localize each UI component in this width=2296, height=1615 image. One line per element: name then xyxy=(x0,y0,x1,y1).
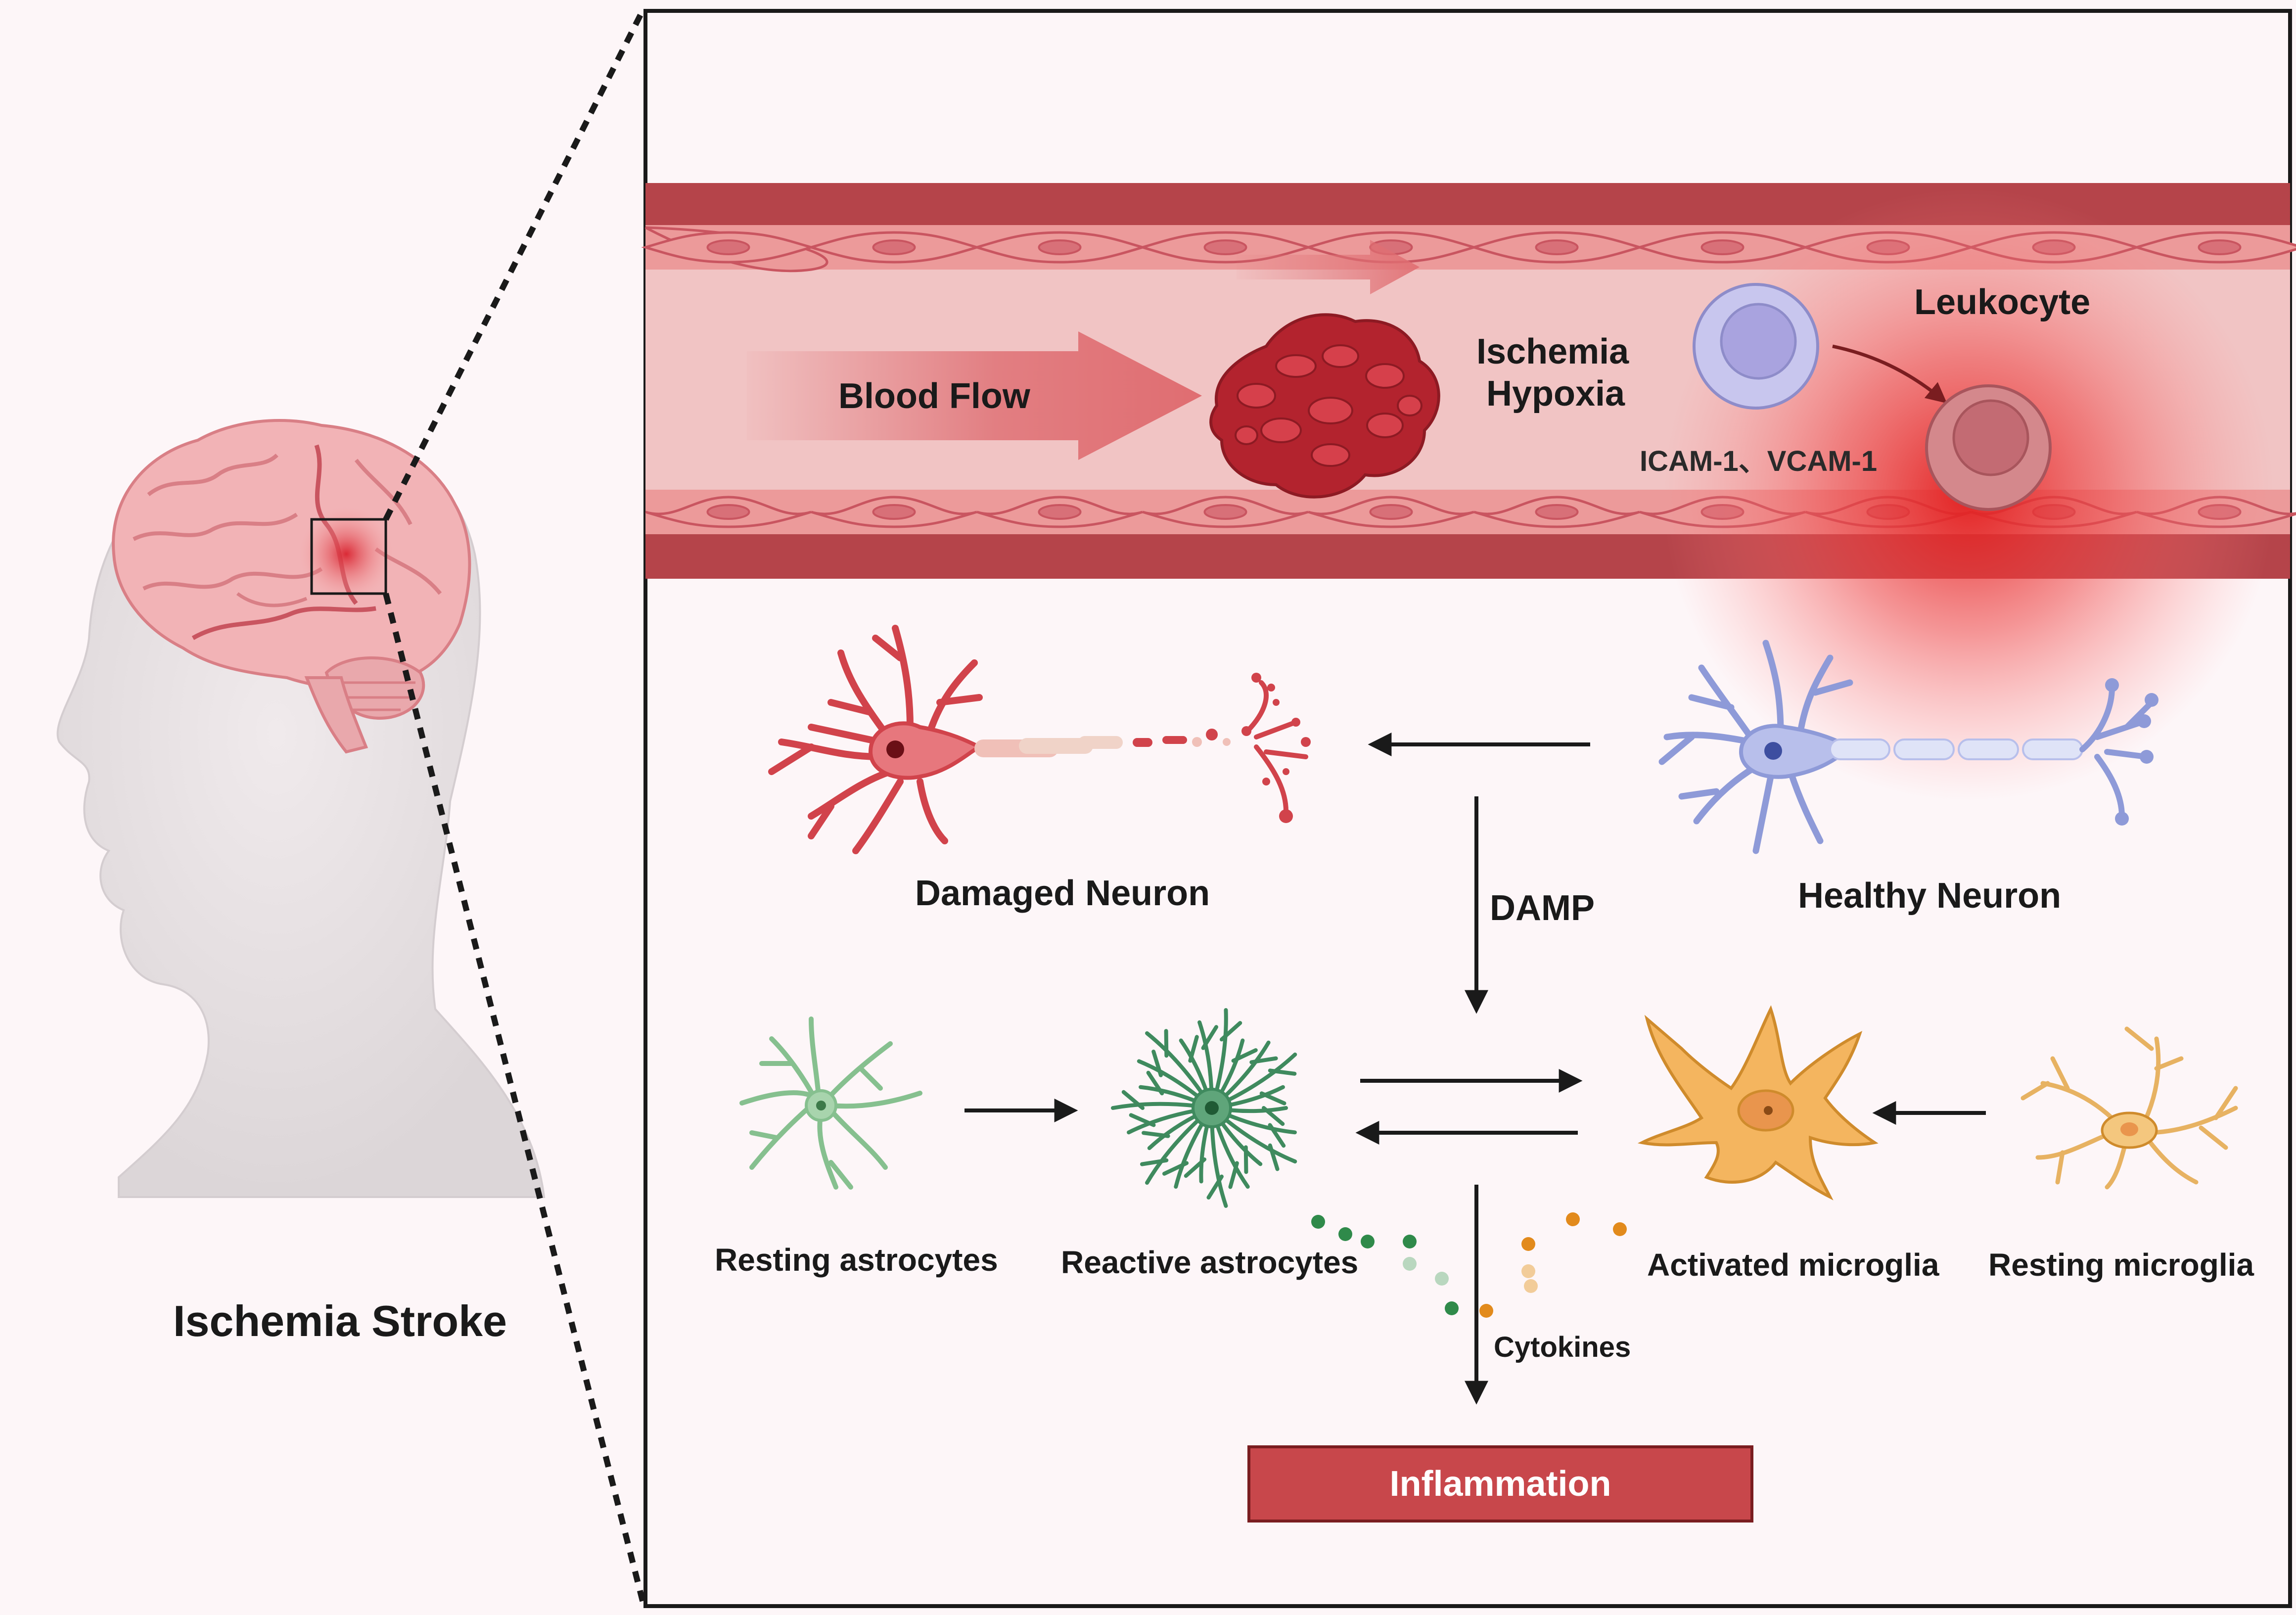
astrocyte-branch xyxy=(1219,1021,1242,1042)
damp-label: DAMP xyxy=(1490,888,1595,928)
leukocyte-migration-arrow xyxy=(1832,344,1947,404)
stroke-title: Ischemia Stroke xyxy=(173,1296,507,1345)
healthy-neuron xyxy=(1658,640,2158,854)
astrocyte-branch xyxy=(1268,1068,1297,1076)
reactive-astrocyte xyxy=(1111,1008,1297,1208)
endothelial-nucleus xyxy=(2198,239,2242,255)
healthy-neuron-label: Healthy Neuron xyxy=(1798,876,2062,916)
activated-microglia xyxy=(1637,1005,1879,1200)
cytokines-label: Cytokines xyxy=(1494,1331,1631,1363)
leukocyte-cell-1 xyxy=(1693,283,1819,410)
astrocyte-branch xyxy=(1268,1143,1280,1171)
resting-astrocyte xyxy=(739,1016,922,1190)
brain-illustration xyxy=(112,419,471,754)
adhesion-molecules-label: ICAM-1、VCAM-1 xyxy=(1640,445,1878,477)
astrocyte-branch xyxy=(1249,1056,1278,1064)
astrocyte-branch xyxy=(1206,1174,1224,1200)
zoom-line-top xyxy=(383,8,646,521)
ischemia-label: Ischemia xyxy=(1476,332,1629,371)
activated-microglia-label: Activated microglia xyxy=(1647,1247,1939,1283)
astrocyte-branch xyxy=(1164,1029,1169,1058)
astrocyte-branch xyxy=(1151,1050,1163,1077)
astrocyte-branch xyxy=(1262,1106,1285,1126)
endothelial-nucleus xyxy=(1038,504,1082,520)
endothelial-nucleus xyxy=(706,239,750,255)
endothelial-nucleus xyxy=(1535,504,1579,520)
astrocyte-branch xyxy=(1184,1157,1207,1178)
blood-flow-arrow xyxy=(747,331,1202,460)
endothelial-nucleus xyxy=(1203,504,1247,520)
astrocyte-branch xyxy=(1142,1131,1170,1138)
resting-astrocytes-label: Resting astrocytes xyxy=(715,1242,998,1278)
leukocyte-label: Leukocyte xyxy=(1914,282,2091,322)
reactive-astrocytes-label: Reactive astrocytes xyxy=(1061,1245,1359,1280)
endothelial-nucleus xyxy=(1535,239,1579,255)
endothelial-nucleus xyxy=(706,504,750,520)
astrocyte-branch xyxy=(1121,1090,1145,1110)
blood-flow-label: Blood Flow xyxy=(838,376,1030,416)
endothelial-nucleus xyxy=(872,504,916,520)
endothelial-nucleus xyxy=(1369,504,1413,520)
hypoxia-label: Hypoxia xyxy=(1486,374,1625,414)
inflammation-label: Inflammation xyxy=(1389,1464,1611,1504)
astrocyte-branch xyxy=(1146,1070,1164,1096)
endothelial-nucleus xyxy=(1203,239,1247,255)
endothelial-nucleus xyxy=(1700,239,1745,255)
astrocyte-branch xyxy=(1140,1158,1169,1166)
astrocyte-branch xyxy=(1162,1161,1189,1176)
damaged-neuron xyxy=(768,625,1311,854)
astrocyte-branch xyxy=(1201,1025,1219,1050)
cytokine-dots xyxy=(1311,1212,1627,1318)
zoom-line-bottom xyxy=(383,593,646,1604)
astrocyte-branch xyxy=(1188,1035,1199,1063)
astrocyte-branch xyxy=(1129,1113,1156,1127)
astrocyte-branch xyxy=(1231,1048,1258,1063)
damaged-neuron-label: Damaged Neuron xyxy=(915,874,1210,913)
inflammation-box: Inflammation xyxy=(1247,1445,1753,1523)
endothelial-nucleus xyxy=(1038,239,1082,255)
resting-microglia-label: Resting microglia xyxy=(1988,1247,2254,1283)
blood-clot xyxy=(1209,313,1440,499)
astrocyte-branch xyxy=(1228,1161,1239,1189)
astrocyte-branch xyxy=(1259,1091,1286,1106)
astrocyte-nucleus xyxy=(1205,1101,1219,1115)
blood-flow-arrow-small xyxy=(1237,240,1420,294)
resting-microglia xyxy=(2020,1026,2238,1190)
leukocyte-cell-2 xyxy=(1925,384,2052,511)
astrocyte-branch xyxy=(1268,1123,1286,1148)
endothelial-nucleus xyxy=(872,239,916,255)
